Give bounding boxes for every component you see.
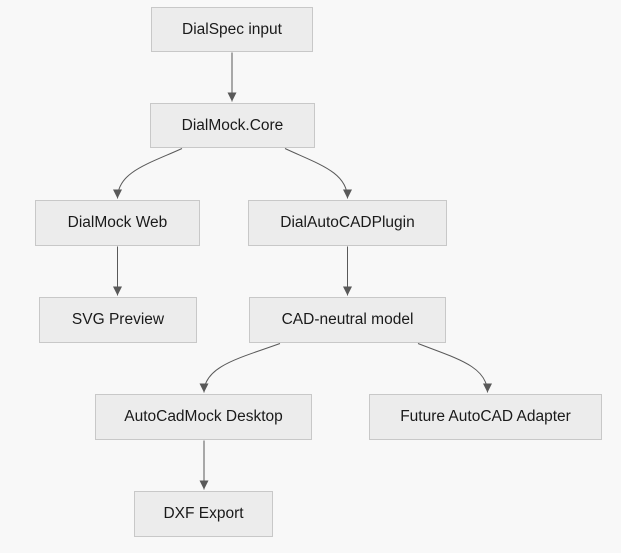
node-dialmock-web: DialMock Web [35, 200, 200, 246]
node-future-autocad-adapter: Future AutoCAD Adapter [369, 394, 602, 440]
node-dialmock-core: DialMock.Core [150, 103, 315, 148]
node-dialautocadplugin: DialAutoCADPlugin [248, 200, 447, 246]
node-cad-neutral-model: CAD-neutral model [249, 297, 446, 343]
edge-cadmodel-to-adapter [417, 343, 492, 393]
node-dxf-export: DXF Export [134, 491, 273, 537]
edge-cadmodel-to-desktop [199, 343, 281, 393]
node-autocadmock-desktop: AutoCadMock Desktop [95, 394, 312, 440]
node-svg-preview: SVG Preview [39, 297, 197, 343]
edge-core-to-plugin [284, 148, 352, 199]
node-dialspec-input: DialSpec input [151, 7, 313, 52]
edge-core-to-web [113, 148, 183, 199]
